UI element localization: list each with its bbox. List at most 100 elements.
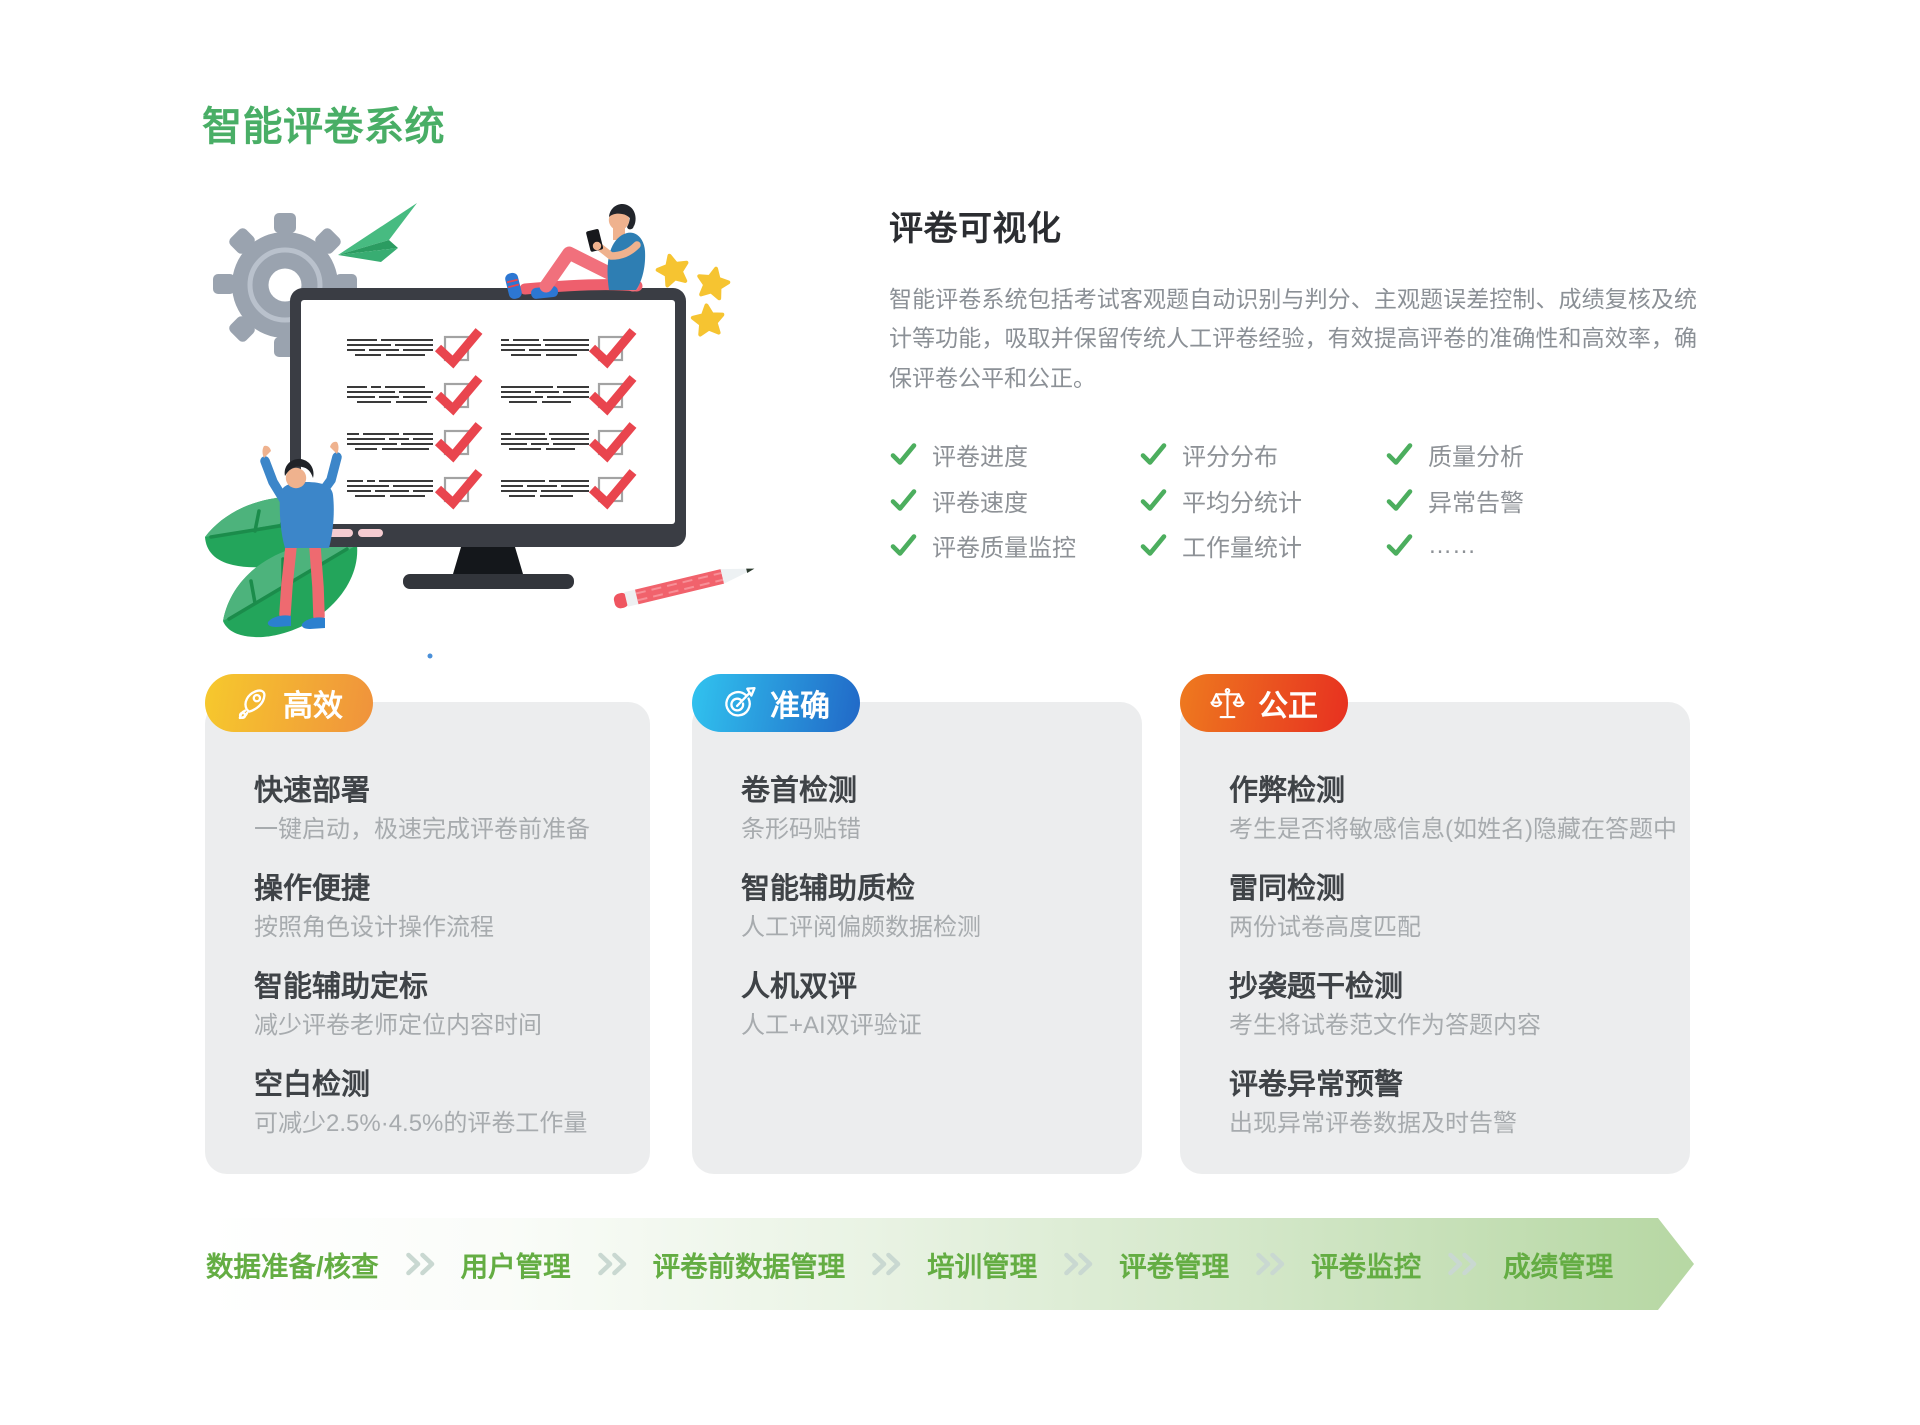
card-item-desc: 两份试卷高度匹配 xyxy=(1229,914,1421,941)
card-item-title: 人机双评 xyxy=(741,971,858,1003)
card-item: 智能辅助定标减少评卷老师定位内容时间 xyxy=(254,968,630,1043)
feature-item: 评卷速度 xyxy=(890,483,1140,518)
card-item-desc: 人工+AI双评验证 xyxy=(741,1012,922,1039)
feature-label: 异常告警 xyxy=(1428,489,1524,517)
card-item: 智能辅助质检人工评阅偏颇数据检测 xyxy=(741,870,1122,945)
monitor-icon xyxy=(290,288,686,589)
checklist-row xyxy=(347,422,637,463)
card-item: 评卷异常预警出现异常评卷数据及时告警 xyxy=(1229,1066,1670,1141)
check-icon xyxy=(890,487,917,514)
card-body: 作弊检测考生是否将敏感信息(如姓名)隐藏在答题中雷同检测两份试卷高度匹配抄袭题干… xyxy=(1180,702,1690,1141)
card-fair: 公正作弊检测考生是否将敏感信息(如姓名)隐藏在答题中雷同检测两份试卷高度匹配抄袭… xyxy=(1180,674,1690,1174)
flow-step: 成绩管理 xyxy=(1503,1251,1614,1282)
card-item-desc: 考生是否将敏感信息(如姓名)隐藏在答题中 xyxy=(1229,816,1677,843)
card-accurate: 准确卷首检测条形码贴错智能辅助质检人工评阅偏颇数据检测人机双评人工+AI双评验证 xyxy=(692,674,1142,1174)
rocket-icon xyxy=(235,686,270,721)
hero-heading: 评卷可视化 xyxy=(889,210,1062,249)
feature-label: …… xyxy=(1428,531,1476,559)
check-icon xyxy=(890,532,917,559)
check-icon xyxy=(1140,441,1167,468)
checklist-row xyxy=(347,328,637,369)
process-flow-band: 数据准备/核查 用户管理 评卷前数据管理 培训管理 评卷管理 评卷监控 成绩管理 xyxy=(205,1218,1694,1310)
card-badge: 准确 xyxy=(692,674,860,732)
card-body: 快速部署一键启动，极速完成评卷前准备操作便捷按照角色设计操作流程智能辅助定标减少… xyxy=(205,702,650,1141)
card-item-title: 雷同检测 xyxy=(1229,873,1346,905)
flow-step: 评卷管理 xyxy=(1119,1251,1230,1282)
feature-item: …… xyxy=(1386,532,1646,560)
feature-item: 评分分布 xyxy=(1140,437,1386,472)
chevron-double-right-icon xyxy=(405,1252,435,1276)
card-badge: 公正 xyxy=(1180,674,1348,732)
card-body: 卷首检测条形码贴错智能辅助质检人工评阅偏颇数据检测人机双评人工+AI双评验证 xyxy=(692,702,1142,1043)
card-item: 雷同检测两份试卷高度匹配 xyxy=(1229,870,1670,945)
card-item-desc: 人工评阅偏颇数据检测 xyxy=(741,914,981,941)
card-item-title: 作弊检测 xyxy=(1229,775,1346,807)
card-item-title: 智能辅助质检 xyxy=(741,873,916,905)
card-item: 抄袭题干检测考生将试卷范文作为答题内容 xyxy=(1229,968,1670,1043)
feature-label: 评卷速度 xyxy=(932,489,1028,517)
check-icon xyxy=(1386,487,1413,514)
card-item-desc: 考生将试卷范文作为答题内容 xyxy=(1229,1012,1541,1039)
feature-item: 平均分统计 xyxy=(1140,483,1386,518)
chevron-double-right-icon xyxy=(1447,1252,1477,1276)
card-efficient: 高效快速部署一键启动，极速完成评卷前准备操作便捷按照角色设计操作流程智能辅助定标… xyxy=(205,674,650,1174)
feature-item: 评卷进度 xyxy=(890,437,1140,472)
flow-step: 培训管理 xyxy=(927,1251,1038,1282)
flow-step: 评卷监控 xyxy=(1311,1251,1422,1282)
card-item: 作弊检测考生是否将敏感信息(如姓名)隐藏在答题中 xyxy=(1229,772,1677,847)
card-item-title: 智能辅助定标 xyxy=(254,971,429,1003)
card-item: 操作便捷按照角色设计操作流程 xyxy=(254,870,630,945)
card-badge-label: 准确 xyxy=(770,690,830,723)
feature-item: 质量分析 xyxy=(1386,437,1646,472)
card-item-desc: 出现异常评卷数据及时告警 xyxy=(1229,1110,1517,1137)
flow-step: 评卷前数据管理 xyxy=(652,1251,846,1282)
flow-step: 用户管理 xyxy=(460,1251,571,1282)
person-sitting-figure xyxy=(505,204,646,299)
checklist-row xyxy=(347,375,637,416)
card-item-title: 空白检测 xyxy=(254,1069,371,1101)
card-badge: 高效 xyxy=(205,674,373,732)
card-item-title: 评卷异常预警 xyxy=(1229,1069,1404,1101)
chevron-double-right-icon xyxy=(1063,1252,1093,1276)
checklist xyxy=(347,328,637,510)
card-item-desc: 减少评卷老师定位内容时间 xyxy=(254,1012,542,1039)
scales-icon xyxy=(1210,686,1245,721)
card-item-title: 抄袭题干检测 xyxy=(1229,971,1404,1003)
card-item-desc: 条形码贴错 xyxy=(741,816,861,843)
check-icon xyxy=(1386,532,1413,559)
feature-label: 工作量统计 xyxy=(1182,535,1302,563)
feature-item: 异常告警 xyxy=(1386,483,1646,518)
hero-illustration xyxy=(205,203,755,659)
feature-label: 评分分布 xyxy=(1182,444,1278,472)
card-item: 人机双评人工+AI双评验证 xyxy=(741,968,1122,1043)
check-icon xyxy=(890,441,917,468)
card-item: 快速部署一键启动，极速完成评卷前准备 xyxy=(254,772,630,847)
chevron-double-right-icon xyxy=(871,1252,901,1276)
feature-label: 平均分统计 xyxy=(1182,489,1302,517)
paper-plane-icon xyxy=(338,203,417,262)
dot-decoration xyxy=(427,653,433,659)
card-item-title: 操作便捷 xyxy=(254,873,371,905)
checklist-row xyxy=(347,469,637,510)
star-icon xyxy=(655,253,731,337)
chevron-double-right-icon xyxy=(1255,1252,1285,1276)
card-badge-label: 高效 xyxy=(283,690,343,723)
feature-label: 质量分析 xyxy=(1428,444,1524,472)
check-icon xyxy=(1140,532,1167,559)
check-icon xyxy=(1140,487,1167,514)
page-title: 智能评卷系统 xyxy=(202,104,445,149)
card-item: 空白检测可减少2.5%·4.5%的评卷工作量 xyxy=(254,1066,630,1141)
card-item-desc: 可减少2.5%·4.5%的评卷工作量 xyxy=(254,1110,588,1137)
chevron-double-right-icon xyxy=(597,1252,627,1276)
target-icon xyxy=(722,686,757,721)
feature-label: 评卷进度 xyxy=(932,444,1028,472)
card-item-title: 快速部署 xyxy=(254,775,371,807)
card-item-title: 卷首检测 xyxy=(741,775,858,807)
feature-grid: 评卷进度 评分分布 质量分析评卷速度 平均分统计 异常告警评卷质量监控 工作量统计 …… xyxy=(890,432,1646,569)
check-icon xyxy=(1386,441,1413,468)
flow-step: 数据准备/核查 xyxy=(206,1251,379,1282)
person-cheering-figure xyxy=(260,441,342,629)
card-item: 卷首检测条形码贴错 xyxy=(741,772,1122,847)
pencil-icon xyxy=(613,568,755,609)
feature-item: 评卷质量监控 xyxy=(890,528,1140,563)
